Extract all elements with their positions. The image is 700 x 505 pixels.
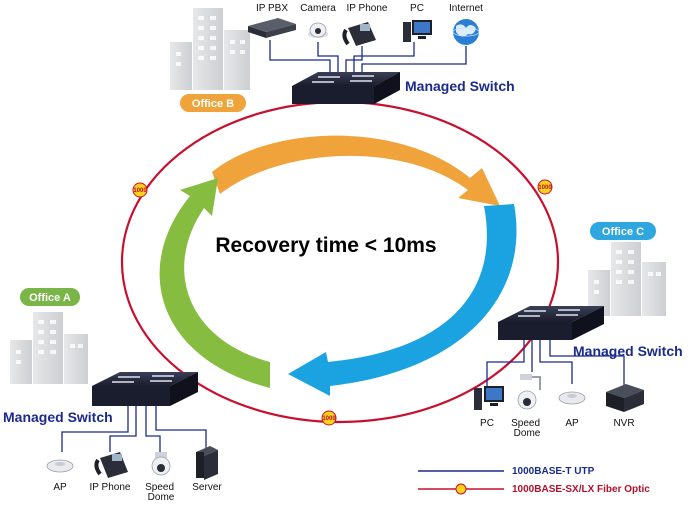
office-b-building	[170, 8, 250, 90]
svg-text:1000: 1000	[133, 188, 147, 194]
nvr-icon	[606, 384, 644, 412]
pc-icon-c	[474, 386, 504, 410]
device-label-server: Server	[192, 482, 222, 493]
device-label-pc-b: PC	[410, 3, 424, 14]
device-label-ip-phone-b: IP Phone	[347, 3, 388, 14]
legend-utp: 1000BASE-T UTP	[512, 466, 595, 477]
internet-globe-icon	[452, 19, 480, 45]
switch-label-office-c: Managed Switch	[573, 343, 683, 359]
device-label-ip-phone-a: IP Phone	[90, 482, 131, 493]
office-c-links	[486, 340, 625, 386]
svg-text:1000: 1000	[538, 185, 552, 191]
legend-fiber: 1000BASE-SX/LX Fiber Optic	[512, 484, 650, 495]
device-label-camera: Camera	[300, 3, 336, 14]
ip-pbx-icon	[248, 18, 296, 38]
speed-dome-icon-c	[517, 374, 541, 410]
pc-icon-b	[403, 20, 432, 42]
server-icon	[196, 446, 218, 480]
device-label-ap-c: AP	[565, 418, 579, 429]
device-label-internet: Internet	[449, 3, 483, 14]
device-label-ap-a: AP	[53, 482, 67, 493]
svg-text:Office C: Office C	[602, 226, 644, 238]
ip-phone-icon-b	[342, 22, 376, 46]
svg-text:1000: 1000	[322, 416, 336, 422]
office-b-links	[269, 40, 467, 78]
arrow-blue	[288, 204, 517, 396]
link-badge-right: 1000	[537, 179, 553, 195]
camera-icon	[308, 22, 328, 38]
managed-switch-office-c	[498, 306, 604, 340]
device-label-ip-pbx: IP PBX	[256, 3, 288, 14]
speed-dome-icon-a	[151, 452, 171, 476]
ip-phone-icon-a	[94, 452, 128, 478]
office-a-label: Office A	[20, 288, 80, 306]
managed-switch-office-b	[292, 72, 400, 104]
arrow-orange	[212, 135, 500, 206]
switch-label-office-a: Managed Switch	[3, 409, 113, 425]
device-label-speed-dome-a: Speed Dome	[145, 482, 177, 503]
arrow-green	[159, 178, 270, 388]
device-label-speed-dome-c: Speed Dome	[511, 418, 543, 439]
office-c-building	[588, 242, 666, 316]
office-a-building	[10, 312, 88, 384]
switch-label-office-b: Managed Switch	[405, 78, 515, 94]
link-badge-bottom: 1000	[321, 410, 337, 426]
office-a-links	[61, 406, 207, 452]
svg-text:Office B: Office B	[192, 98, 234, 110]
svg-text:Office A: Office A	[29, 292, 71, 304]
device-label-pc-c: PC	[480, 418, 494, 429]
ap-icon-a	[46, 459, 74, 473]
office-b-label: Office B	[180, 94, 246, 112]
legend: 1000BASE-T UTP 1000BASE-SX/LX Fiber Opti…	[418, 466, 650, 495]
link-badge-left: 1000	[132, 182, 148, 198]
center-text: Recovery time < 10ms	[215, 234, 436, 257]
device-label-nvr: NVR	[613, 418, 634, 429]
office-c-label: Office C	[590, 222, 656, 240]
managed-switch-office-a	[92, 372, 198, 406]
ap-icon-c	[558, 391, 586, 405]
recovery-arrows	[159, 135, 517, 396]
